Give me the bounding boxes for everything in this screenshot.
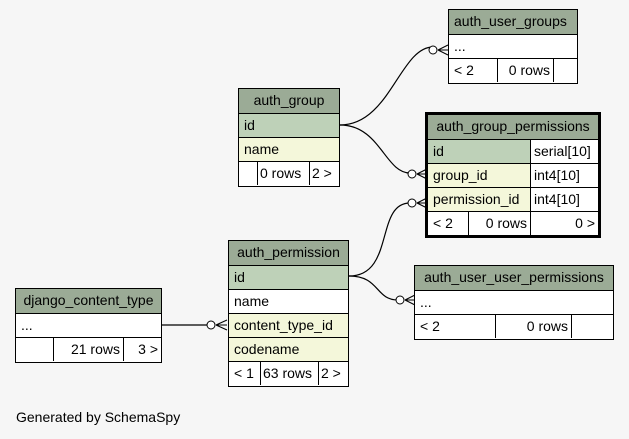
parents-count [16, 338, 53, 361]
column-name: ... [420, 294, 432, 310]
row-count: 0 rows [485, 215, 527, 231]
table-auth-user-groups[interactable]: auth_user_groups ... < 2 0 rows [448, 9, 578, 84]
parents-count: < 2 [420, 318, 440, 334]
stats-row: < 2 0 rows 0 > [428, 211, 598, 235]
column-row: name [239, 137, 339, 161]
edge-end-circle [407, 198, 417, 208]
stats-row: 0 rows 2 > [239, 161, 339, 185]
edge-end-circle [206, 320, 216, 330]
children-count [571, 315, 613, 338]
column-type: int4[10] [531, 164, 598, 187]
column-row: ... [415, 290, 613, 314]
parents-count [239, 162, 257, 185]
column-row: ... [449, 34, 577, 58]
crowfoot-icon [437, 44, 449, 56]
column-name: ... [21, 317, 33, 333]
column-name: id [244, 117, 255, 133]
table-header[interactable]: auth_permission [229, 241, 348, 265]
table-auth-group-permissions[interactable]: auth_group_permissions id serial[10] gro… [425, 112, 601, 238]
children-count [553, 59, 577, 82]
table-title: auth_group_permissions [436, 118, 590, 134]
table-header[interactable]: auth_user_groups [449, 10, 577, 34]
table-header[interactable]: auth_group_permissions [428, 115, 598, 139]
edge-end-circle [395, 295, 405, 305]
parents-count: < 2 [454, 62, 474, 78]
stats-row: < 2 0 rows [415, 314, 613, 338]
crowfoot-icon [404, 294, 416, 306]
column-row: content_type_id [229, 313, 348, 337]
table-header[interactable]: django_content_type [16, 289, 161, 313]
table-auth-permission[interactable]: auth_permission id name content_type_id … [228, 240, 349, 387]
parents-count: < 1 [234, 365, 254, 381]
column-name: codename [234, 341, 300, 357]
row-count: 0 rows [526, 318, 568, 334]
column-name: id [234, 269, 245, 285]
generated-by-footer: Generated by SchemaSpy [16, 409, 181, 425]
table-title: auth_user_groups [454, 13, 567, 29]
table-header[interactable]: auth_group [239, 89, 339, 113]
column-name: content_type_id [234, 317, 333, 333]
edge-auth-permission-to-user-permissions [348, 275, 399, 301]
column-name: name [244, 141, 280, 157]
children-count: 2 > [321, 365, 341, 381]
column-row: name [229, 289, 348, 313]
edge-end-circle [407, 169, 417, 179]
children-count: 3 > [138, 341, 158, 357]
table-django-content-type[interactable]: django_content_type ... 21 rows 3 > [15, 288, 162, 363]
children-count: 2 > [312, 165, 332, 181]
table-title: auth_user_user_permissions [424, 269, 604, 285]
table-title: auth_permission [237, 244, 340, 260]
table-title: django_content_type [23, 292, 154, 308]
children-count: 0 > [575, 215, 595, 231]
column-name: id [433, 143, 444, 159]
table-auth-user-user-permissions[interactable]: auth_user_user_permissions ... < 2 0 row… [414, 265, 614, 340]
table-auth-group[interactable]: auth_group id name 0 rows 2 > [238, 88, 340, 187]
column-row: permission_id int4[10] [428, 187, 598, 211]
crowfoot-icon [215, 319, 228, 331]
row-count: 63 rows [263, 365, 313, 381]
edge-auth-group-to-group-permissions [339, 124, 411, 174]
edge-auth-group-to-auth-user-groups [339, 46, 434, 126]
row-count: 0 rows [260, 165, 302, 181]
column-name: group_id [433, 167, 488, 183]
stats-row: < 1 63 rows 2 > [229, 361, 348, 385]
stats-row: < 2 0 rows [449, 58, 577, 82]
column-row: codename [229, 337, 348, 361]
column-name: ... [454, 38, 466, 54]
column-row: id serial[10] [428, 139, 598, 163]
row-count: 0 rows [508, 62, 550, 78]
row-count: 21 rows [70, 341, 120, 357]
parents-count: < 2 [433, 215, 453, 231]
column-row: ... [16, 313, 161, 337]
edge-auth-permission-to-group-permissions [348, 202, 411, 277]
column-row: id [239, 113, 339, 137]
edge-end-circle [428, 45, 438, 55]
column-name: name [234, 293, 270, 309]
column-row: group_id int4[10] [428, 163, 598, 187]
column-type: int4[10] [531, 188, 598, 211]
table-title: auth_group [253, 92, 325, 108]
column-row: id [229, 265, 348, 289]
table-header[interactable]: auth_user_user_permissions [415, 266, 613, 290]
column-type: serial[10] [531, 140, 598, 163]
stats-row: 21 rows 3 > [16, 337, 161, 361]
column-name: permission_id [433, 191, 520, 207]
